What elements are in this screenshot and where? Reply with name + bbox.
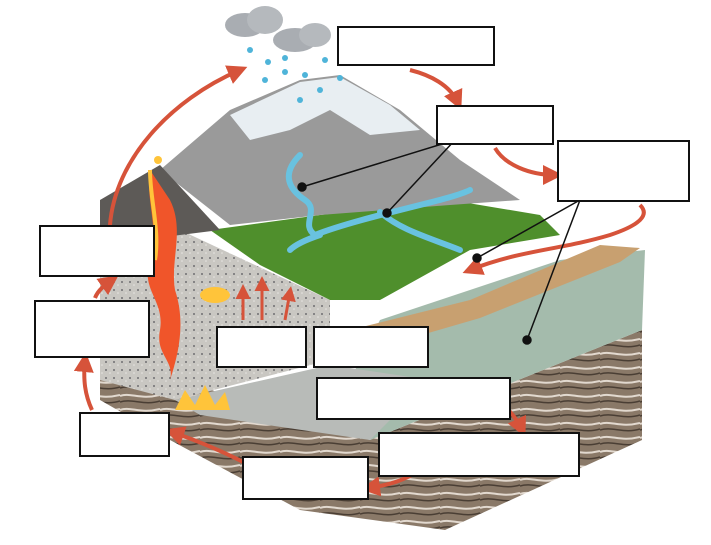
arrow-magma-rise-2 <box>93 275 119 299</box>
label-box-left-upper[interactable] <box>39 225 155 277</box>
arrow-melting <box>164 426 246 465</box>
label-box-bottom-right[interactable] <box>378 432 580 477</box>
sediment-band <box>350 245 640 350</box>
rain-drops-icon <box>247 47 343 103</box>
cloud-icon <box>225 6 331 52</box>
label-box-top[interactable] <box>337 26 495 66</box>
label-box-sediment-sea[interactable] <box>557 140 690 202</box>
label-box-bottom-center[interactable] <box>242 456 369 500</box>
arrow-deposition <box>462 203 646 275</box>
cycle-arrows <box>73 65 646 497</box>
metamorphic-rock-layer <box>100 330 642 530</box>
arrow-magma-rise <box>73 352 94 411</box>
label-box-center-left[interactable] <box>216 326 307 368</box>
pointer-lines <box>297 139 581 345</box>
volcano-icon <box>154 156 162 164</box>
label-box-stream[interactable] <box>436 105 554 145</box>
arrow-uplift <box>108 65 248 226</box>
magma-icon <box>147 169 230 410</box>
label-box-bottom-left[interactable] <box>79 412 170 457</box>
grassland <box>210 200 560 300</box>
arrow-heat-3 <box>281 286 296 321</box>
label-box-left-lower[interactable] <box>34 300 150 358</box>
label-box-center-right[interactable] <box>313 326 429 368</box>
arrow-weathering <box>409 68 463 111</box>
label-box-middle-lower[interactable] <box>316 377 511 420</box>
arrow-erosion <box>493 146 563 185</box>
mountain-snow <box>230 77 420 140</box>
